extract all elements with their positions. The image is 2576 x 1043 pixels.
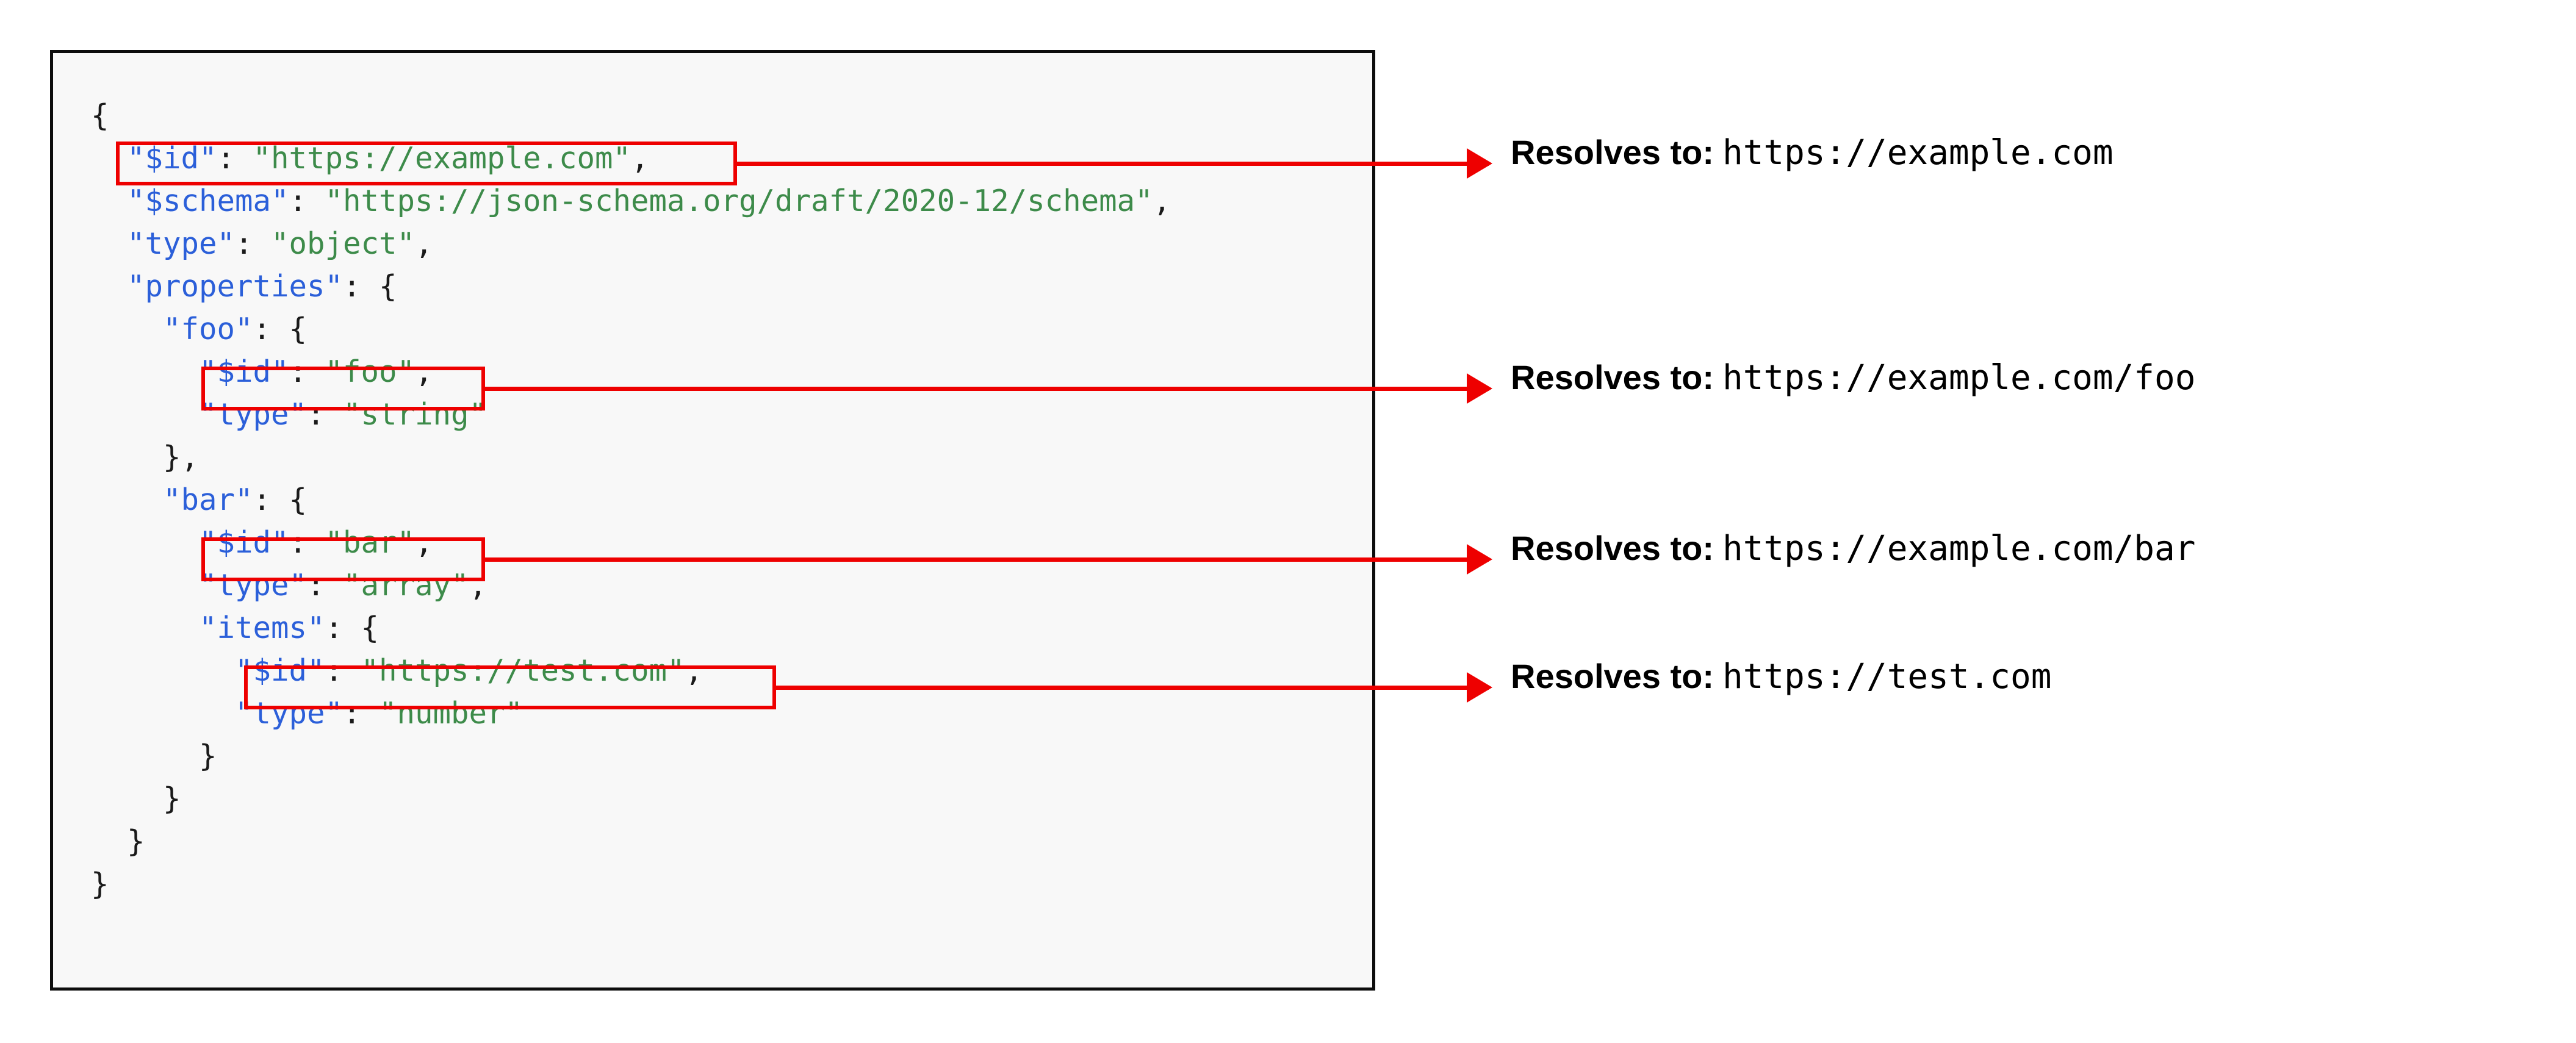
arrow-head-icon-2 <box>1467 544 1492 575</box>
code-token-pun: : <box>325 653 361 688</box>
code-token-pun <box>91 141 127 176</box>
code-token-pun: , <box>1153 184 1171 218</box>
code-token-pun <box>91 184 127 218</box>
code-token-pun: : { <box>343 269 397 304</box>
code-token-pun <box>91 226 127 261</box>
code-token-pun: , <box>469 568 487 603</box>
code-token-pun: : { <box>253 312 308 346</box>
code-token-pun: : <box>289 354 325 389</box>
code-token-key: "$id" <box>127 141 217 176</box>
code-token-str: "https://json-schema.org/draft/2020-12/s… <box>325 184 1153 218</box>
code-token-str: "foo" <box>325 354 416 389</box>
resolve-label: Resolves to: <box>1511 133 1714 171</box>
code-token-pun: : <box>343 696 380 731</box>
code-token-str: "object" <box>271 226 416 261</box>
code-token-pun <box>91 269 127 304</box>
code-token-pun: : <box>217 141 253 176</box>
code-token-pun <box>91 397 199 432</box>
code-token-pun: : { <box>325 611 380 645</box>
code-token-pun: }, <box>91 440 200 475</box>
code-token-str: "https://test.com" <box>361 653 685 688</box>
code-token-key: "type" <box>199 568 308 603</box>
code-token-str: "https://example.com" <box>253 141 631 176</box>
code-token-pun <box>91 354 199 389</box>
code-token-pun: , <box>415 525 433 560</box>
arrow-line-1 <box>485 387 1489 391</box>
code-token-str: "bar" <box>325 525 416 560</box>
code-token-pun: , <box>415 226 433 261</box>
arrow-head-icon-1 <box>1467 373 1492 404</box>
code-token-str: "number" <box>379 696 523 731</box>
code-token-pun: } <box>91 781 181 816</box>
resolve-label: Resolves to: <box>1511 358 1714 396</box>
arrow-line-3 <box>776 686 1489 690</box>
code-token-key: "type" <box>235 696 344 731</box>
code-token-str: "array" <box>343 568 469 603</box>
code-token-key: "$id" <box>199 354 289 389</box>
code-token-pun <box>91 312 163 346</box>
resolve-label: Resolves to: <box>1511 657 1714 695</box>
code-token-key: "foo" <box>163 312 253 346</box>
code-token-pun <box>91 611 199 645</box>
arrow-head-icon-3 <box>1467 672 1492 703</box>
code-token-pun <box>91 696 235 731</box>
resolve-label: Resolves to: <box>1511 529 1714 567</box>
code-token-pun: , <box>685 653 703 688</box>
resolve-url: https://example.com/bar <box>1722 529 2196 568</box>
code-token-pun: } <box>91 824 145 859</box>
resolve-url: https://test.com <box>1722 657 2052 697</box>
code-token-pun: } <box>91 867 109 901</box>
resolve-row-2: Resolves to:https://example.com/bar <box>1511 531 2195 566</box>
code-token-key: "type" <box>199 397 308 432</box>
code-token-key: "$id" <box>235 653 325 688</box>
code-token-pun: : <box>289 525 325 560</box>
code-token-pun: , <box>631 141 649 176</box>
code-token-pun <box>91 482 163 517</box>
code-token-pun: : <box>307 568 344 603</box>
code-token-pun: { <box>91 98 109 133</box>
resolve-row-0: Resolves to:https://example.com <box>1511 135 2114 170</box>
code-token-pun <box>91 525 199 560</box>
resolve-url: https://example.com/foo <box>1722 358 2196 398</box>
code-token-str: "string" <box>343 397 487 432</box>
arrow-line-0 <box>737 162 1489 166</box>
arrow-line-2 <box>485 557 1489 562</box>
code-token-key: "$id" <box>199 525 289 560</box>
code-token-pun: : <box>289 184 325 218</box>
code-token-pun: : <box>307 397 344 432</box>
code-token-pun: } <box>91 739 217 773</box>
resolve-url: https://example.com <box>1722 133 2114 173</box>
code-token-key: "items" <box>199 611 325 645</box>
code-token-key: "properties" <box>127 269 344 304</box>
code-token-pun <box>91 653 235 688</box>
code-token-key: "type" <box>127 226 236 261</box>
code-token-pun <box>91 568 199 603</box>
resolve-row-3: Resolves to:https://test.com <box>1511 659 2051 694</box>
code-token-pun: : <box>235 226 272 261</box>
code-token-key: "bar" <box>163 482 253 517</box>
code-token-key: "$schema" <box>127 184 289 218</box>
resolve-row-1: Resolves to:https://example.com/foo <box>1511 360 2195 395</box>
code-token-pun: : { <box>253 482 308 517</box>
json-schema-code-block: { "$id": "https://example.com", "$schema… <box>50 50 1375 991</box>
json-schema-code-listing: { "$id": "https://example.com", "$schema… <box>91 95 1171 906</box>
code-token-pun: , <box>415 354 433 389</box>
arrow-head-icon-0 <box>1467 148 1492 179</box>
